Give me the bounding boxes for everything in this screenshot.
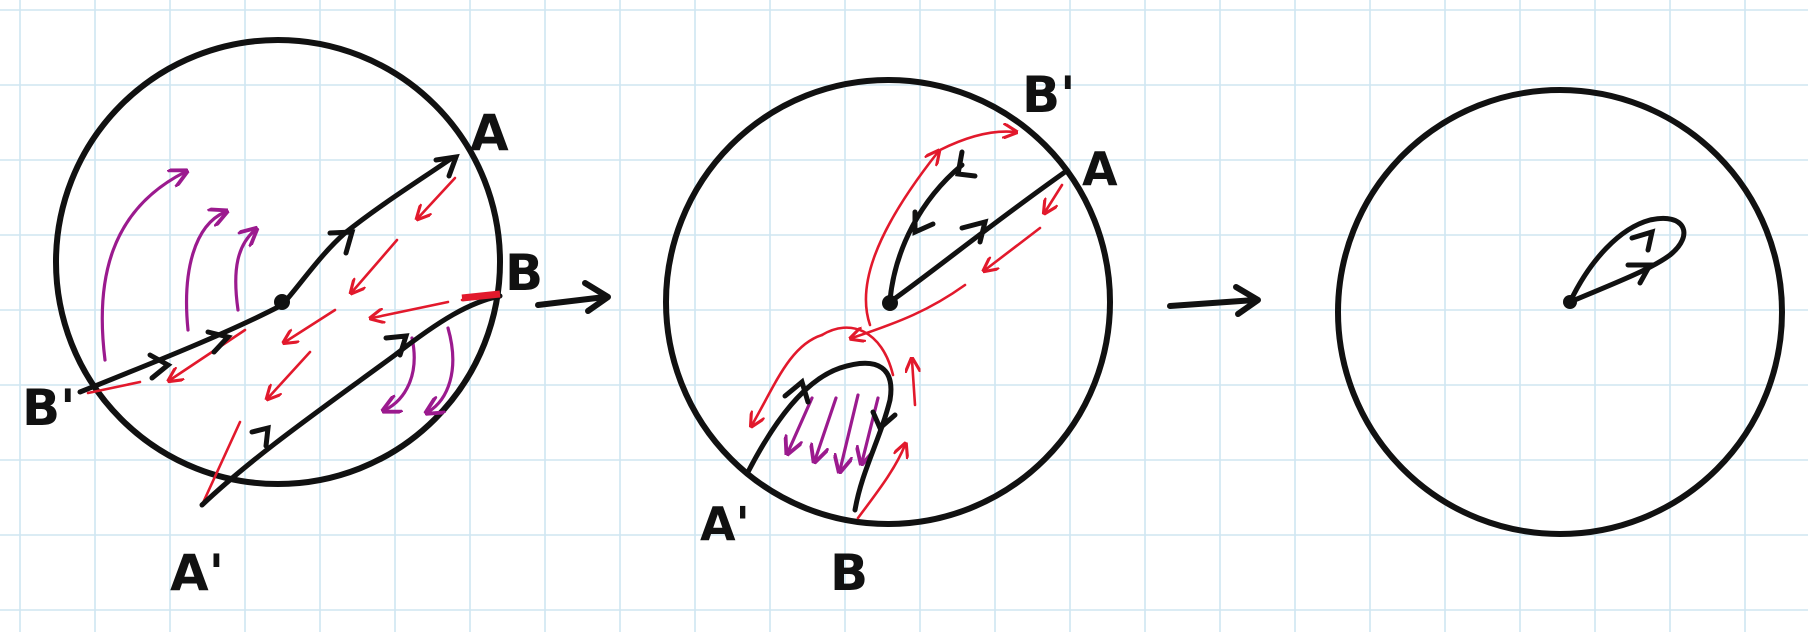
label-bprime-1: B': [22, 379, 75, 437]
red-arrow: [985, 226, 1042, 270]
disk-3: [1335, 87, 1785, 537]
transition-arrowhead-2: [1233, 284, 1261, 317]
purple-arrow: [862, 396, 880, 462]
flow-lines-3: [1567, 215, 1687, 305]
arrowhead: [1629, 228, 1656, 253]
purple-arrow: [788, 396, 814, 452]
homoclinic-loop: [1567, 215, 1687, 305]
red-arrows-1: [86, 176, 502, 507]
red-arrow: [1045, 183, 1064, 212]
arrowhead: [959, 218, 989, 245]
transition-arrow-1: [535, 294, 608, 308]
purple-arrow: [385, 336, 416, 410]
arrowhead: [249, 424, 271, 449]
disk-2: [663, 77, 1113, 527]
red-arrow: [852, 283, 967, 338]
red-arrow: [268, 350, 312, 398]
flow-line-center-to-a: [887, 169, 1068, 305]
red-arrow: [200, 420, 242, 507]
diagram-2: B' A A' B: [663, 66, 1118, 602]
label-bprime-2: B': [1022, 66, 1075, 124]
flow-line-aprime-to-b: [199, 293, 503, 508]
red-arrow: [418, 176, 457, 218]
red-arrow: [938, 132, 1015, 152]
flow-line-top-lobe: [887, 162, 965, 303]
flow-lines-1: [77, 153, 503, 508]
flow-line-bprime-to-a: [77, 155, 455, 395]
purple-arrow: [100, 172, 185, 362]
red-arrow: [856, 445, 905, 520]
red-arrow: [820, 326, 895, 377]
purple-arrows-1: [100, 172, 455, 412]
arrowhead: [147, 352, 173, 381]
purple-arrow: [815, 396, 838, 460]
red-arrow: [752, 333, 824, 425]
arrowhead: [383, 333, 410, 358]
label-b-2: B: [830, 544, 868, 602]
red-arrow: [170, 328, 247, 380]
transition-arrowhead-1: [582, 280, 611, 314]
red-stub-b: [461, 290, 501, 302]
flow-lines-2: [745, 149, 1068, 513]
flow-line-bottom-lobe: [745, 360, 894, 513]
label-a-1: A: [470, 104, 509, 162]
red-arrow: [912, 360, 915, 407]
critical-point-3: [1563, 295, 1577, 309]
arrowhead: [1625, 262, 1655, 286]
arrowhead: [955, 149, 978, 179]
arrowhead: [433, 153, 460, 179]
critical-point-2: [882, 295, 898, 311]
purple-arrow: [428, 326, 455, 412]
label-b-1: B: [505, 244, 543, 302]
transition-arrow-2: [1167, 297, 1258, 309]
purple-arrow: [840, 393, 860, 470]
red-arrow: [372, 300, 450, 318]
diagram-3: [1335, 87, 1785, 537]
label-aprime-1: A': [170, 544, 224, 602]
purple-arrows-2: [788, 393, 880, 470]
purple-arrow: [184, 212, 225, 332]
disk-1: [53, 37, 503, 487]
red-arrows-2: [752, 132, 1064, 520]
red-arrow: [86, 380, 142, 395]
critical-point-1: [274, 294, 290, 310]
arrowhead: [912, 209, 936, 236]
red-arrow: [352, 238, 399, 292]
arrowhead: [782, 377, 811, 405]
label-aprime-2: A': [700, 497, 750, 551]
arrowhead: [870, 409, 898, 433]
arrowhead: [327, 229, 356, 256]
red-arrow: [285, 308, 337, 342]
purple-arrow: [234, 230, 255, 312]
label-a-2: A: [1082, 142, 1118, 196]
diagram-1: A B B' A': [22, 37, 543, 602]
red-arrow: [864, 152, 938, 327]
arrowhead: [205, 329, 233, 355]
